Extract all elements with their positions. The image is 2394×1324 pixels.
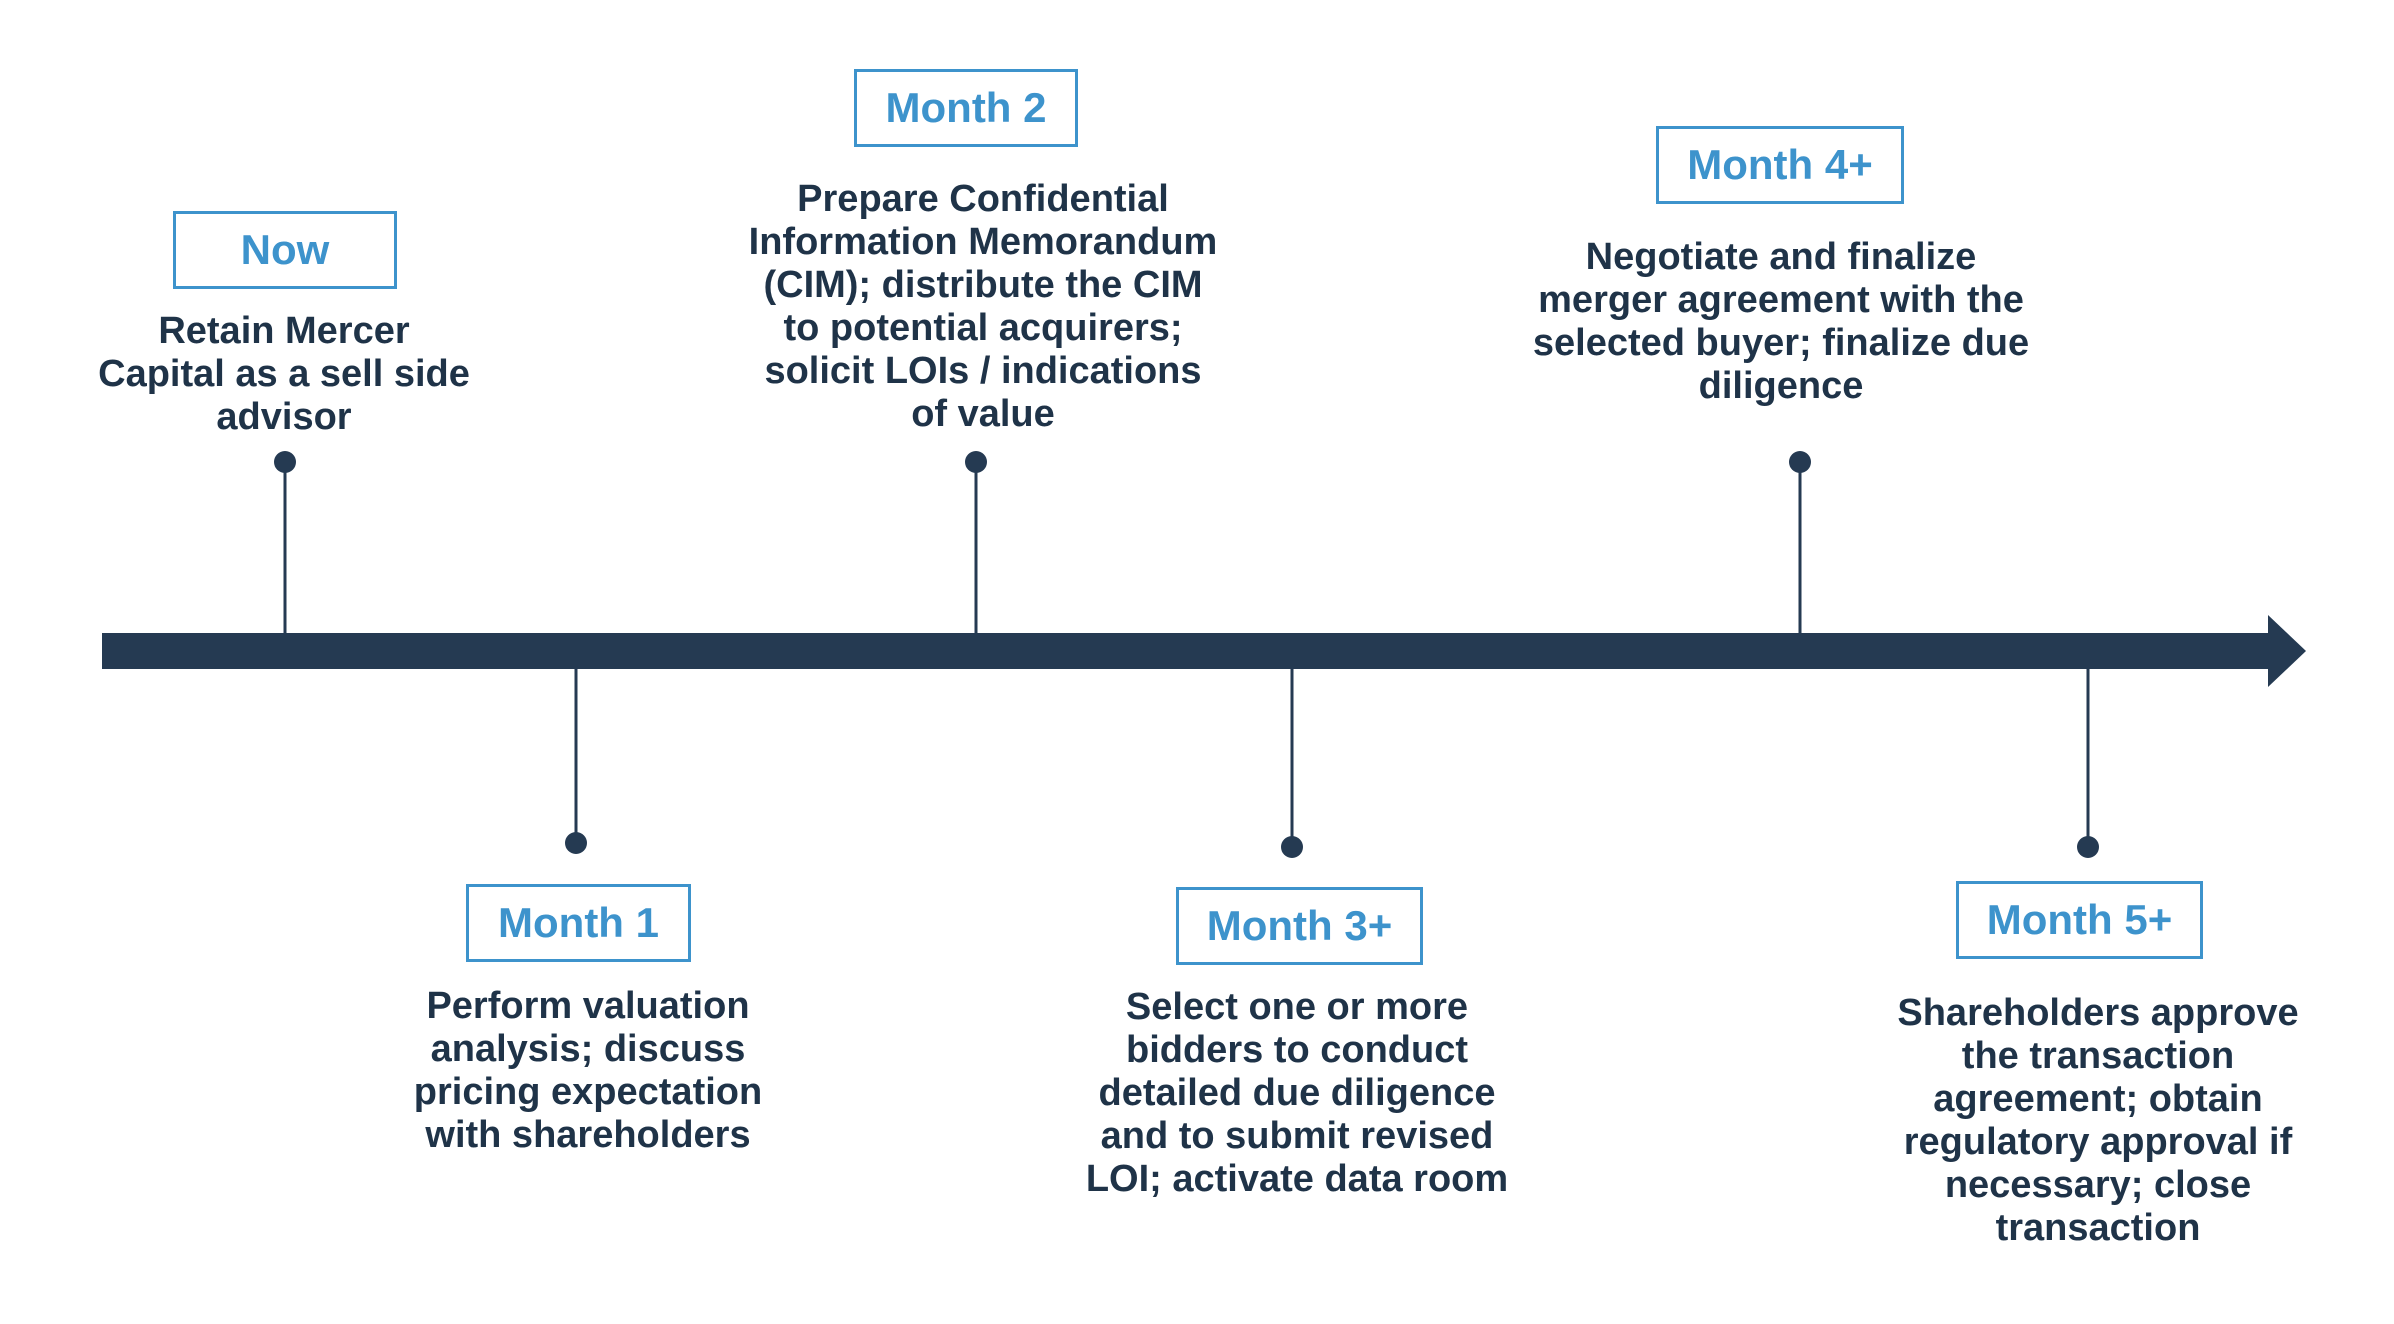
milestone-description-line: detailed due diligence xyxy=(1098,1072,1496,1114)
milestone-description-line: Shareholders approve xyxy=(1897,992,2299,1034)
milestone-label-box: Month 4+ xyxy=(1656,126,1904,204)
milestone-description-line: pricing expectation xyxy=(413,1071,763,1113)
milestone-description-line: LOI; activate data room xyxy=(1085,1158,1509,1200)
milestone-dot xyxy=(565,832,587,854)
milestone-description-line: Prepare Confidential xyxy=(797,178,1169,220)
milestone-dot xyxy=(1789,451,1811,473)
milestone-description-line: bidders to conduct xyxy=(1125,1029,1468,1071)
milestone-description-line: solicit LOIs / indications xyxy=(764,350,1202,392)
milestone-description-line: of value xyxy=(911,393,1055,435)
milestone-description-line: the transaction xyxy=(1961,1035,2235,1077)
milestone-label-box: Month 5+ xyxy=(1956,881,2203,959)
milestone-label-box: Now xyxy=(173,211,397,289)
milestone-description-line: Information Memorandum xyxy=(748,221,1218,263)
milestone-label-box: Month 2 xyxy=(854,69,1078,147)
milestone-description-line: to potential acquirers; xyxy=(783,307,1183,349)
milestone-description-line: transaction xyxy=(1995,1207,2201,1249)
milestone-label-box: Month 3+ xyxy=(1176,887,1423,965)
milestone-description-line: Capital as a sell side xyxy=(98,353,470,395)
milestone-label-box: Month 1 xyxy=(466,884,691,962)
milestone-description-line: (CIM); distribute the CIM xyxy=(763,264,1203,306)
milestone-description-line: selected buyer; finalize due xyxy=(1532,322,2030,364)
milestone-description-line: Negotiate and finalize xyxy=(1585,236,1977,278)
timeline-axis-bar xyxy=(102,633,2272,669)
milestone-dot xyxy=(274,451,296,473)
milestone-description-line: Retain Mercer xyxy=(158,310,410,352)
milestone-description-line: and to submit revised xyxy=(1100,1115,1494,1157)
milestone-description-line: agreement; obtain xyxy=(1933,1078,2263,1120)
milestone-description-line: Select one or more xyxy=(1125,986,1469,1028)
milestone-description-line: analysis; discuss xyxy=(430,1028,746,1070)
milestone-dot xyxy=(2077,836,2099,858)
milestone-dot xyxy=(965,451,987,473)
milestone-description-line: regulatory approval if xyxy=(1903,1121,2293,1163)
milestone-dot xyxy=(1281,836,1303,858)
milestone-description-line: diligence xyxy=(1698,365,1864,407)
timeline-axis xyxy=(102,615,2306,687)
timeline-arrowhead xyxy=(2268,615,2306,687)
milestone-description-line: necessary; close xyxy=(1944,1164,2252,1206)
milestone-description-line: Perform valuation xyxy=(426,985,750,1027)
milestone-description-line: advisor xyxy=(216,396,352,438)
milestone-description-line: merger agreement with the xyxy=(1538,279,2024,321)
connector-layer xyxy=(274,451,2099,858)
milestone-description-line: with shareholders xyxy=(425,1114,751,1156)
